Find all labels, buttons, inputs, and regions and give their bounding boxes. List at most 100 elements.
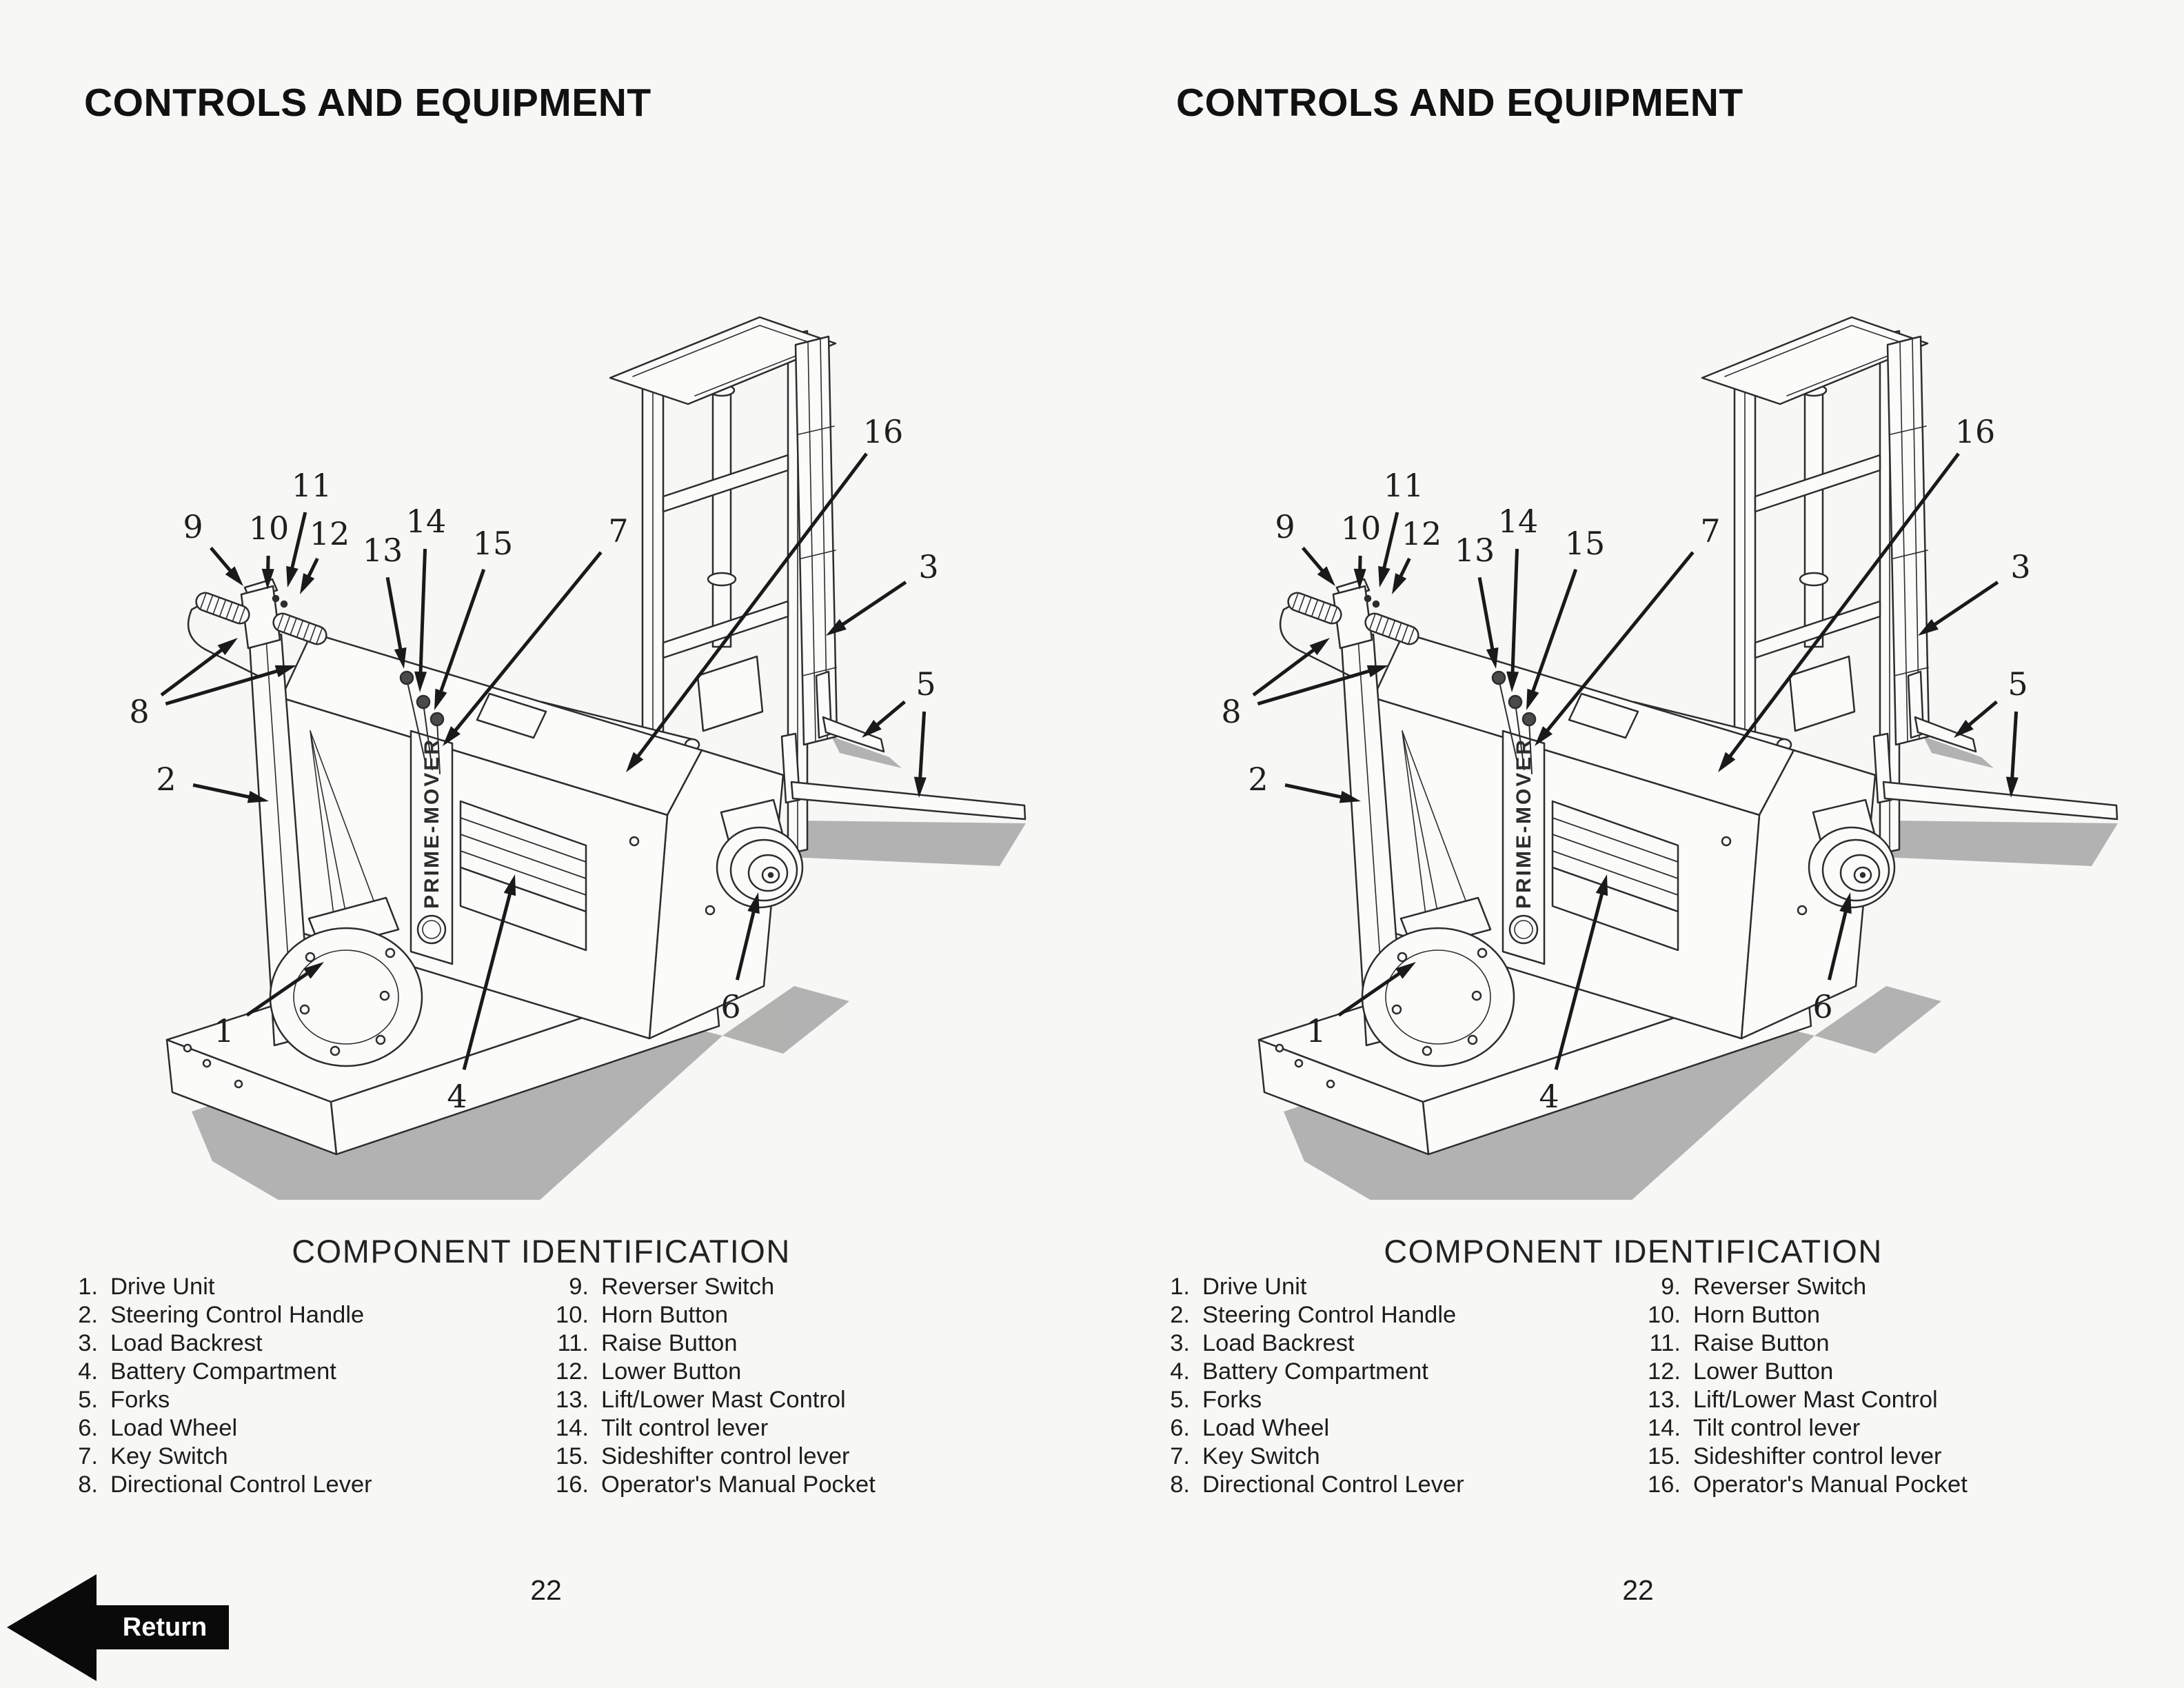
component-item-label: Steering Control Handle: [110, 1302, 365, 1328]
callout-number: 16: [1955, 413, 1996, 450]
callout-arrowhead: [434, 688, 447, 710]
callout-arrowhead: [286, 565, 299, 587]
component-item: 6.Load Wheel: [1154, 1414, 1581, 1443]
callout-arrow: [418, 548, 427, 679]
component-item: 13.Lift/Lower Mast Control: [1621, 1386, 2145, 1414]
component-item-number: 7.: [78, 1443, 98, 1469]
callout-arrowhead: [1526, 688, 1539, 710]
component-item: 15.Sideshifter control lever: [529, 1443, 1053, 1471]
component-item-number: 13.: [1648, 1387, 1681, 1413]
component-id-heading: COMPONENT IDENTIFICATION: [292, 1233, 791, 1269]
component-item-label: Operator's Manual Pocket: [601, 1471, 876, 1498]
component-item: 8.Directional Control Lever: [62, 1471, 489, 1499]
page-number: 22: [1622, 1574, 1654, 1606]
component-item-number: 2.: [1170, 1302, 1190, 1328]
component-item: 6.Load Wheel: [62, 1414, 489, 1443]
callout-number: 5: [916, 665, 936, 703]
callout-number: 1: [1306, 1012, 1326, 1049]
callout-arrow: [1381, 512, 1399, 575]
component-item-label: Load Wheel: [110, 1415, 238, 1441]
callout-arrow: [1337, 968, 1406, 1017]
callout-arrowhead: [300, 573, 315, 594]
component-item-label: Drive Unit: [110, 1274, 215, 1300]
component-item-label: Tilt control lever: [1693, 1415, 1861, 1441]
callout-number: 11: [292, 467, 332, 504]
component-item: 2.Steering Control Handle: [62, 1301, 489, 1329]
component-item: 9.Reverser Switch: [529, 1273, 1053, 1301]
callout-arrow: [1510, 548, 1519, 679]
callout-number: 11: [1384, 467, 1424, 504]
component-item-label: Forks: [110, 1387, 170, 1413]
callout-arrow: [289, 512, 307, 575]
component-item: 11.Raise Button: [1621, 1329, 2145, 1358]
component-item-number: 10.: [556, 1302, 589, 1328]
component-item: 4.Battery Compartment: [1154, 1358, 1581, 1386]
component-item: 2. Steering Control Handle: [1154, 1301, 1581, 1329]
component-item-number: 16.: [1648, 1471, 1681, 1498]
callout-number: 14: [406, 503, 447, 540]
component-item-number: 7.: [1170, 1443, 1190, 1469]
callout-number: 2: [156, 761, 176, 798]
page-title: CONTROLS AND EQUIPMENT: [1176, 81, 1743, 125]
callout-number: 3: [2010, 548, 2030, 585]
component-item: 12.Lower Button: [529, 1358, 1053, 1386]
callout-number: 5: [2008, 665, 2028, 703]
callout-arrowhead: [747, 892, 760, 914]
callout-number: 4: [1539, 1078, 1559, 1115]
callout-arrowhead: [1954, 719, 1974, 738]
callout-arrow: [1725, 452, 1960, 763]
component-item-label: Forks: [1202, 1387, 1262, 1413]
component-item-number: 1.: [78, 1274, 98, 1300]
callout-number: 6: [1812, 988, 1832, 1025]
callout-arrowhead: [1392, 573, 1407, 594]
callout-number: 16: [863, 413, 904, 450]
callout-number: 13: [363, 532, 403, 569]
component-item-number: 15.: [1648, 1443, 1681, 1469]
callout-number: 12: [310, 515, 350, 552]
component-item-label: Battery Compartment: [1202, 1358, 1428, 1385]
callout-arrowhead: [862, 719, 882, 738]
callout-number: 15: [473, 525, 514, 562]
callout-arrowhead: [1718, 752, 1736, 772]
component-item-number: 4.: [78, 1358, 98, 1385]
component-item-label: Sideshifter control lever: [1693, 1443, 1942, 1469]
callout-arrow: [2010, 711, 2019, 785]
component-item-number: 9.: [569, 1274, 589, 1300]
component-item-label: Operator's Manual Pocket: [1693, 1471, 1968, 1498]
component-item-label: Load Backrest: [110, 1330, 263, 1356]
callout-arrowhead: [1378, 565, 1391, 587]
callout-number: 4: [447, 1078, 467, 1115]
component-item-label: Load Backrest: [1202, 1330, 1355, 1356]
callout-arrowhead: [443, 726, 461, 746]
component-item-label: Steering Control Handle: [1202, 1302, 1457, 1328]
callout-arrow: [871, 700, 906, 731]
return-button[interactable]: Return: [6, 1572, 233, 1684]
component-item: 7.Key Switch: [1154, 1443, 1581, 1471]
component-item-number: 14.: [556, 1415, 589, 1441]
callout-arrow: [165, 667, 284, 706]
component-item-label: Drive Unit: [1202, 1274, 1307, 1300]
callout-arrowhead: [913, 776, 927, 798]
component-item-label: Horn Button: [1693, 1302, 1821, 1328]
callout-arrowhead: [503, 874, 516, 896]
component-item: 5.Forks: [62, 1386, 489, 1414]
callout-number: 13: [1455, 532, 1495, 569]
return-button-label: Return: [122, 1613, 208, 1642]
callout-number: 10: [1341, 510, 1382, 547]
component-item-number: 3.: [78, 1330, 98, 1356]
component-item: 10.Horn Button: [1621, 1301, 2145, 1329]
callout-arrow: [1257, 667, 1376, 706]
callout-number: 7: [1700, 512, 1720, 550]
page-title: CONTROLS AND EQUIPMENT: [84, 81, 651, 125]
component-item-label: Sideshifter control lever: [601, 1443, 850, 1469]
callout-arrowhead: [1395, 962, 1416, 979]
callout-arrowhead: [225, 566, 243, 586]
callout-arrow: [1284, 783, 1348, 801]
